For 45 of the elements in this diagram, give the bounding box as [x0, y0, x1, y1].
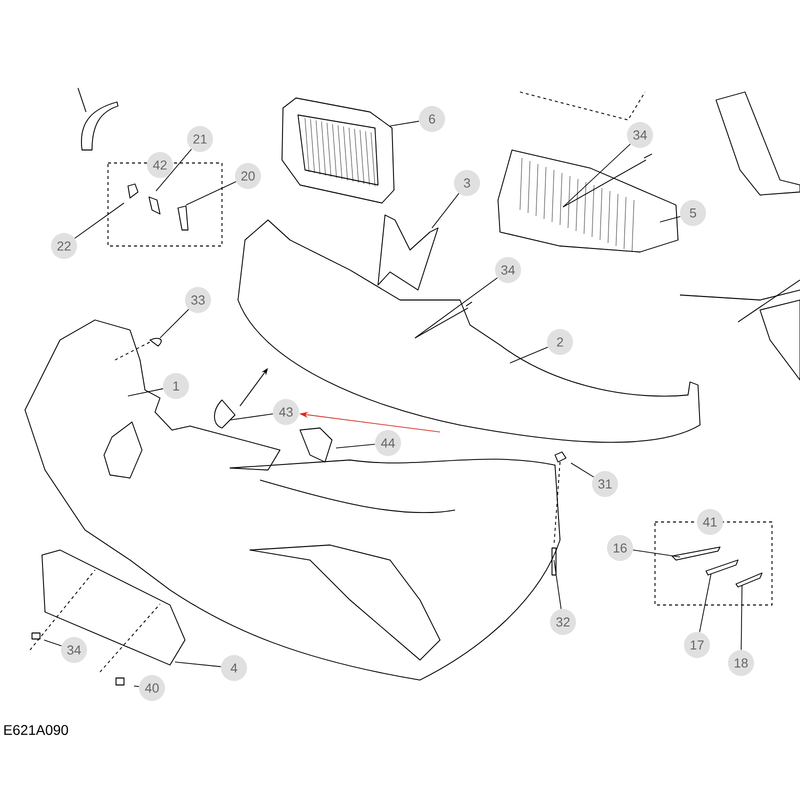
leader-line: [414, 277, 498, 338]
callout-number: 42: [147, 152, 173, 178]
leader-line: [74, 202, 124, 239]
leader-line: [632, 550, 680, 558]
leader-line: [128, 388, 164, 396]
callout-number: 18: [728, 650, 754, 676]
leader-line: [390, 120, 420, 126]
callout-number: 22: [51, 233, 77, 259]
leader-line: [432, 193, 460, 228]
figure-code: E621A090: [4, 725, 68, 735]
leader-line: [554, 560, 562, 610]
callout-number: 6: [419, 106, 445, 132]
leader-line: [174, 662, 222, 668]
callout-number: 4: [221, 655, 247, 681]
callout-number: 31: [592, 471, 618, 497]
callout-number: 17: [684, 632, 710, 658]
leader-line: [336, 444, 376, 448]
leader-line: [510, 346, 548, 364]
callout-number: 40: [139, 675, 165, 701]
leader-line: [186, 181, 236, 206]
leader-line: [740, 584, 742, 650]
callout-number: 32: [550, 609, 576, 635]
callout-number: 44: [375, 430, 401, 456]
leader-line: [660, 216, 681, 222]
callout-number: 3: [454, 170, 480, 196]
callout-number: 16: [607, 535, 633, 561]
callout-number: 41: [697, 509, 723, 535]
leader-line: [156, 148, 192, 192]
leader-line: [570, 462, 594, 478]
callout-number: 2: [547, 329, 573, 355]
leader-line: [562, 144, 631, 208]
callout-number: 34: [61, 637, 87, 663]
leader-line: [230, 413, 274, 420]
leader-line: [160, 308, 190, 338]
callout-number: 21: [187, 126, 213, 152]
callout-number: 34: [495, 257, 521, 283]
callout-number: 33: [185, 287, 211, 313]
leader-line: [134, 686, 140, 687]
callout-number: 5: [680, 200, 706, 226]
leader-line: [699, 574, 712, 632]
leader-line: [44, 640, 62, 646]
callout-number: 1: [163, 373, 189, 399]
callout-number: 20: [235, 163, 261, 189]
callout-number: 34: [627, 122, 653, 148]
callout-number: 43: [273, 399, 299, 425]
